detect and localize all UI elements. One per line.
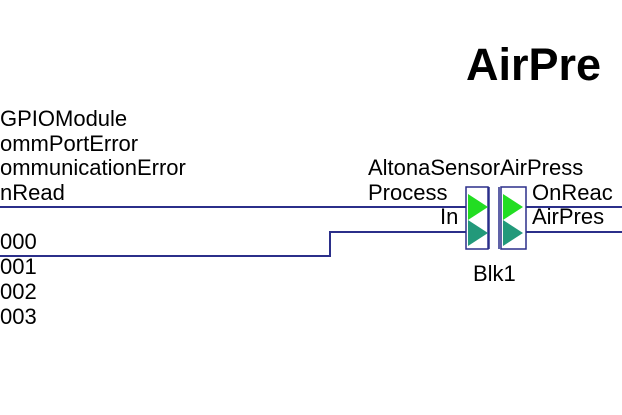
input-port-arrow-icon[interactable] — [468, 194, 488, 220]
block-blk1[interactable] — [465, 186, 527, 250]
block-type-label: AltonaSensorAirPress — [368, 155, 584, 180]
module-name-label: GPIOModule — [0, 106, 128, 131]
module-output-label: 002 — [0, 279, 37, 304]
output-port-arrow-icon[interactable] — [503, 220, 523, 246]
module-output-label: 000 — [0, 229, 37, 254]
module-output-label: 003 — [0, 304, 37, 329]
block-name-label: Blk1 — [473, 261, 516, 286]
block-input-label: In — [440, 204, 459, 229]
module-signal-label: ommunicationError — [0, 155, 186, 180]
page-title: AirPre — [466, 39, 602, 90]
module-output-label: 001 — [0, 254, 37, 279]
wire-output-to-in[interactable] — [0, 231, 466, 257]
module-signal-label: ommPortError — [0, 131, 139, 156]
input-port-arrow-icon[interactable] — [468, 220, 488, 246]
block-input-label: Process — [368, 180, 448, 205]
output-port-arrow-icon[interactable] — [503, 194, 523, 220]
block-output-label: OnReac — [532, 180, 613, 205]
module-signal-label: nRead — [0, 180, 65, 205]
block-output-label: AirPres — [532, 204, 605, 229]
